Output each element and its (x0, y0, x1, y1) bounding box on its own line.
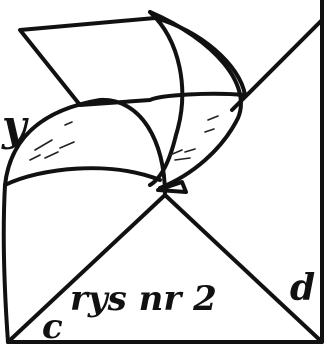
shading (29, 115, 219, 161)
pointer-tip (156, 180, 188, 194)
label-y: y (1, 101, 29, 150)
figure-caption: rys nr 2 (70, 279, 217, 319)
label-c: c (42, 307, 63, 345)
left-lobe (1, 97, 167, 344)
label-d: d (290, 267, 315, 309)
top-flap (18, 16, 247, 107)
